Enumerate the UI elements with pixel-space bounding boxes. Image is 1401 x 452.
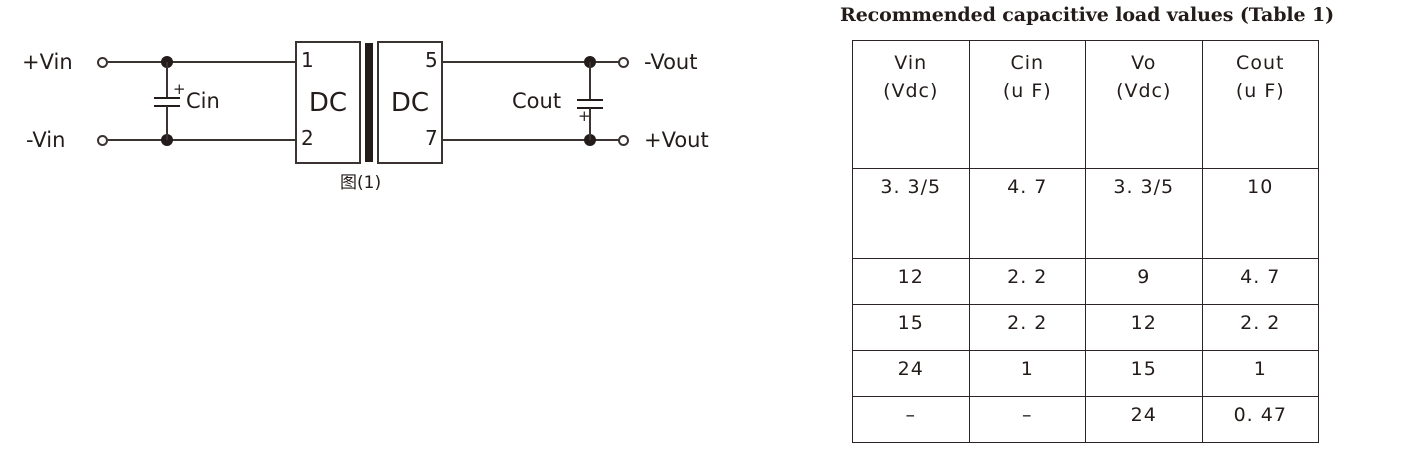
table-cell: 1 [968,350,1086,397]
header-cin-line1: Cin [1010,52,1045,74]
cout-label: Cout [512,89,562,113]
terminal-label-vin-negative: -Vin [26,128,66,152]
cin-plate-top [154,97,180,99]
header-cin-line2: (u F) [1002,79,1052,102]
pin-number-5: 5 [425,48,438,72]
terminal-label-vin-positive: +Vin [22,50,73,74]
table-header-cell-vo: Vo (Vdc) [1085,40,1203,169]
table-cell: 4. 7 [1201,258,1319,305]
wire-cin-lower-leg [166,106,168,140]
table-cell: – [852,396,970,443]
header-cout-line1: Cout [1236,52,1285,74]
converter-output-block-label: DC [390,87,430,118]
wire-cin-upper-leg [166,62,168,98]
table-row: 15 2. 2 12 2. 2 [852,304,1319,351]
capacitive-load-table: Vin (Vdc) Cin (u F) Vo (Vdc) Cout (u F) [852,40,1319,443]
table-cell: 4. 7 [968,168,1086,259]
table-title: Recommended capacitive load values (Tabl… [840,4,1335,26]
table-cell: – [968,396,1086,443]
converter-output-block: DC [377,41,443,164]
table-cell: 10 [1201,168,1319,259]
wire-vin-positive [108,61,297,63]
isolation-barrier [365,43,373,162]
pin-number-7: 7 [425,126,438,150]
terminal-circle-vin-positive [97,57,108,68]
table-cell: 2. 2 [968,258,1086,305]
cin-polarity-plus-icon: + [173,80,186,98]
cout-polarity-plus-icon: + [578,107,591,125]
header-vo-line2: (Vdc) [1116,79,1172,102]
wire-cout-lower-leg [589,108,591,140]
terminal-circle-vin-negative [97,135,108,146]
table-cell: 0. 47 [1201,396,1319,443]
terminal-label-vout-negative: -Vout [644,50,698,74]
wire-vout-positive [442,139,623,141]
terminal-circle-vout-positive [618,135,629,146]
table-row: 24 1 15 1 [852,350,1319,397]
table-row: 12 2. 2 9 4. 7 [852,258,1319,305]
cout-plate-top [577,99,603,101]
junction-dot-cout-bottom [584,134,596,146]
wire-cout-upper-leg [589,62,591,100]
table-cell: 9 [1085,258,1203,305]
header-cout-line2: (u F) [1235,79,1285,102]
table-cell: 24 [852,350,970,397]
table-cell: 15 [1085,350,1203,397]
cin-label: Cin [186,89,220,113]
pin-number-2: 2 [301,126,314,150]
table-header-cell-cin: Cin (u F) [968,40,1086,169]
table-cell: 2. 2 [1201,304,1319,351]
header-vin-line2: (Vdc) [883,79,939,102]
wire-vout-negative [442,61,623,63]
terminal-label-vout-positive: +Vout [644,128,709,152]
figure-caption: 图(1) [340,173,382,193]
converter-input-block-label: DC [308,87,348,118]
table-header: Vin (Vdc) Cin (u F) Vo (Vdc) Cout (u F) [852,40,1319,169]
table-cell: 15 [852,304,970,351]
table-cell: 1 [1201,350,1319,397]
table-cell: 12 [1085,304,1203,351]
dcdc-application-schematic: +Vin -Vin + Cin DC 1 2 DC 5 7 + Cout -Vo… [0,0,760,230]
table-body: 3. 3/5 4. 7 3. 3/5 10 12 2. 2 9 4. 7 15 … [852,168,1319,443]
table-row: 3. 3/5 4. 7 3. 3/5 10 [852,168,1319,259]
table-cell: 24 [1085,396,1203,443]
terminal-circle-vout-negative [618,57,629,68]
converter-input-block: DC [295,41,361,164]
pin-number-1: 1 [301,48,314,72]
table-row: – – 24 0. 47 [852,396,1319,443]
wire-vin-negative [108,139,297,141]
table-header-cell-cout: Cout (u F) [1201,40,1319,169]
header-vin-line1: Vin [894,52,928,74]
table-header-row: Vin (Vdc) Cin (u F) Vo (Vdc) Cout (u F) [852,40,1319,169]
table-cell: 2. 2 [968,304,1086,351]
table-cell: 12 [852,258,970,305]
header-vo-line1: Vo [1131,52,1157,74]
table-cell: 3. 3/5 [1085,168,1203,259]
junction-dot-cin-bottom [161,134,173,146]
table-cell: 3. 3/5 [852,168,970,259]
table-header-cell-vin: Vin (Vdc) [852,40,970,169]
capacitive-load-table-panel: Recommended capacitive load values (Tabl… [840,4,1335,443]
